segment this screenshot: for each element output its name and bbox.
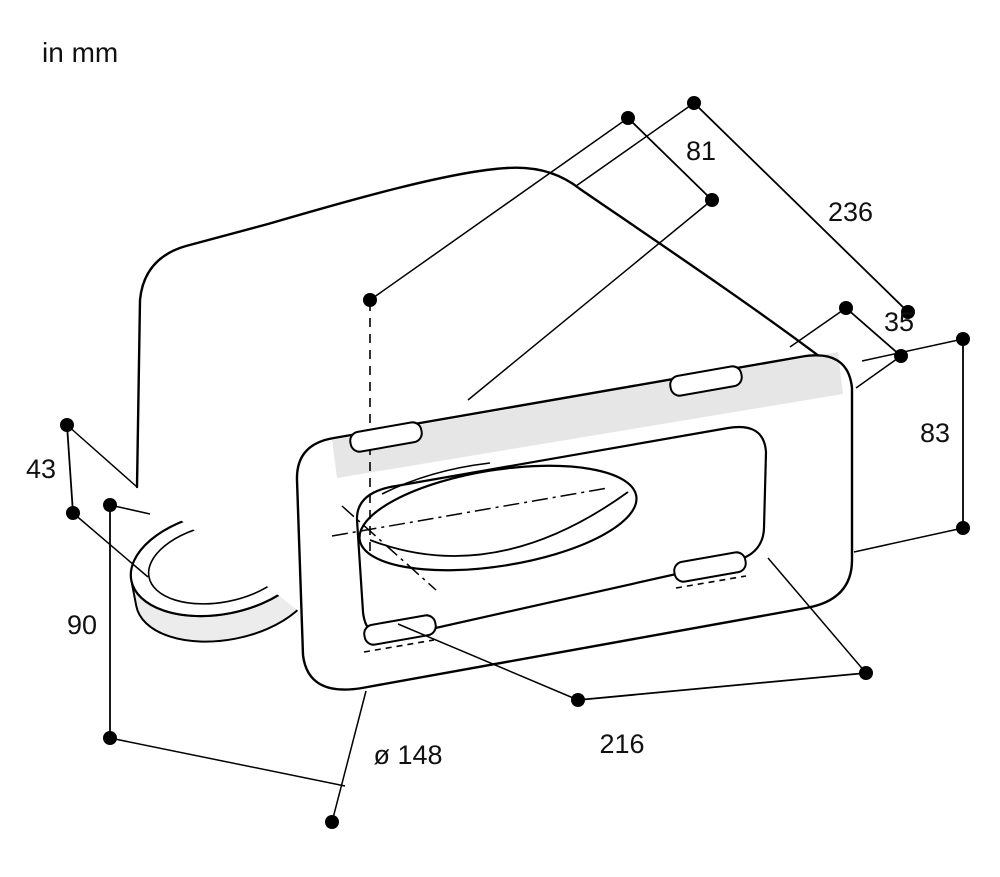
dimension-labels: in mm 81 236 35 83 43 90 ø 148 216 [26,37,950,770]
dim-label-diameter-148: ø 148 [373,740,442,770]
dot [901,305,915,319]
dimension-lines [66,102,964,738]
dimline-81 [627,117,713,201]
dimline-216 [577,672,867,701]
axis-extension-bottom [331,690,367,823]
ext-90-bottom [109,737,346,787]
unit-note: in mm [42,37,118,68]
duct-inner-arc-top [381,462,491,495]
tab-bottom-right [673,551,747,583]
tab-top-left [349,421,423,453]
ext-81-from-front [467,199,713,401]
dot [103,731,117,745]
tab-bottom-left-hidden-edge [363,639,435,653]
flange-outer-outline [295,354,854,691]
dot [705,193,719,207]
dim-label-81: 81 [686,136,716,166]
dot [859,666,873,680]
centerline-width-axis [331,487,609,537]
dim-label-90: 90 [67,610,97,640]
ext-83-bottom [853,527,964,553]
dot [66,506,80,520]
dimline-236 [693,102,909,313]
dot [621,111,635,125]
round-opening [331,302,638,591]
body-silhouette [135,166,852,489]
dot [60,418,74,432]
ext-83-top [861,338,964,362]
dim-label-43: 43 [26,454,56,484]
mounting-tabs [349,365,747,653]
dot [956,521,970,535]
dimension-endpoints [60,96,970,829]
dot [363,293,377,307]
dim-label-236: 236 [828,197,873,227]
ext-81-from-axis [369,117,629,301]
dim-label-83: 83 [920,418,950,448]
dim-label-35: 35 [884,307,914,337]
dimline-43 [66,424,74,514]
dim-label-216: 216 [599,729,644,759]
dimline-35 [845,307,902,357]
dot [839,301,853,315]
duct-opening-ellipse [358,464,638,572]
dot [325,815,339,829]
dot [103,498,117,512]
dot [571,693,585,707]
duct-inner-arc-bottom [369,491,629,557]
tab-bottom-left [363,614,437,646]
ext-35-from-flange [855,355,902,389]
dot [894,349,908,363]
tab-top-right [669,365,743,397]
ext-236-from-back [575,102,695,187]
centerline-depth-axis [341,505,437,591]
dot [956,332,970,346]
ext-216-left [397,623,579,701]
tab-bottom-right-hidden-edge [675,575,747,589]
ext-43-top [66,424,138,488]
ext-35-from-body [789,307,847,348]
ext-216-right [767,557,867,674]
dot [687,96,701,110]
